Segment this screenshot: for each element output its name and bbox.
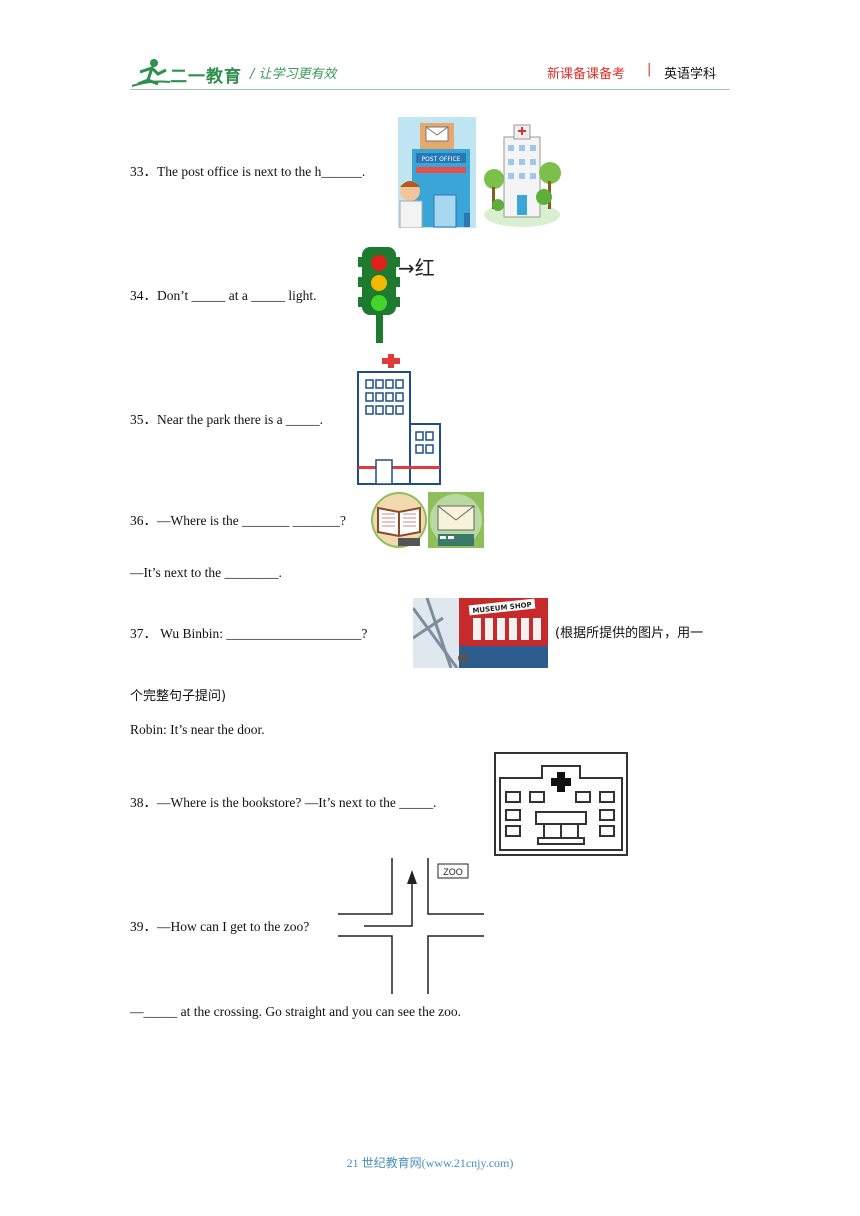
post-office-sign: POST OFFICE	[421, 156, 460, 163]
red-annotation: →红	[398, 256, 435, 280]
zoo-sign: ZOO	[443, 867, 463, 877]
header-separator: |	[647, 62, 652, 77]
footer: 21 世纪教育网(www.21cnjy.com)	[346, 1156, 514, 1170]
question-38: 38．—Where is the bookstore? —It’s next t…	[130, 795, 437, 810]
post-office-icon	[428, 492, 484, 548]
question-37-instruction: (根据所提供的图片，用一	[555, 626, 704, 641]
logo-icon	[131, 59, 171, 87]
header-slogan: / 让学习更有效	[250, 67, 337, 82]
header-tagline: 新课备课备考	[547, 67, 626, 82]
question-37-answer: Robin: It’s near the door.	[130, 722, 265, 737]
question-37: 37． Wu Binbin: ____________________?	[130, 626, 368, 641]
logo-text: 二一教育	[170, 67, 242, 87]
question-36-answer: —It’s next to the ________.	[130, 565, 282, 580]
question-37-instruction-cont: 个完整句子提问)	[130, 689, 227, 704]
header: 二一教育 / 让学习更有效 新课备课备考 | 英语学科	[0, 0, 860, 100]
question-36: 36．—Where is the _______ _______?	[130, 513, 346, 528]
question-35: 35．Near the park there is a _____.	[130, 412, 324, 427]
post-office-image: POST OFFICE	[398, 117, 476, 228]
header-subject: 英语学科	[664, 67, 717, 82]
header-divider	[130, 89, 730, 90]
question-33: 33．The post office is next to the h_____…	[130, 164, 366, 179]
hospital-building-image	[357, 354, 441, 485]
museum-shop-image: MUSEUM SHOP	[413, 598, 548, 668]
question-39: 39．—How can I get to the zoo?	[130, 919, 310, 934]
bookstore-icon	[370, 492, 428, 548]
hospital-sketch-image	[494, 752, 628, 856]
question-34: 34．Don’t _____ at a _____ light.	[130, 288, 317, 303]
crossing-map: ZOO	[338, 858, 484, 994]
question-39-answer: —_____ at the crossing. Go straight and …	[130, 1004, 462, 1019]
hospital-image	[482, 117, 562, 228]
traffic-light-icon	[358, 247, 400, 343]
